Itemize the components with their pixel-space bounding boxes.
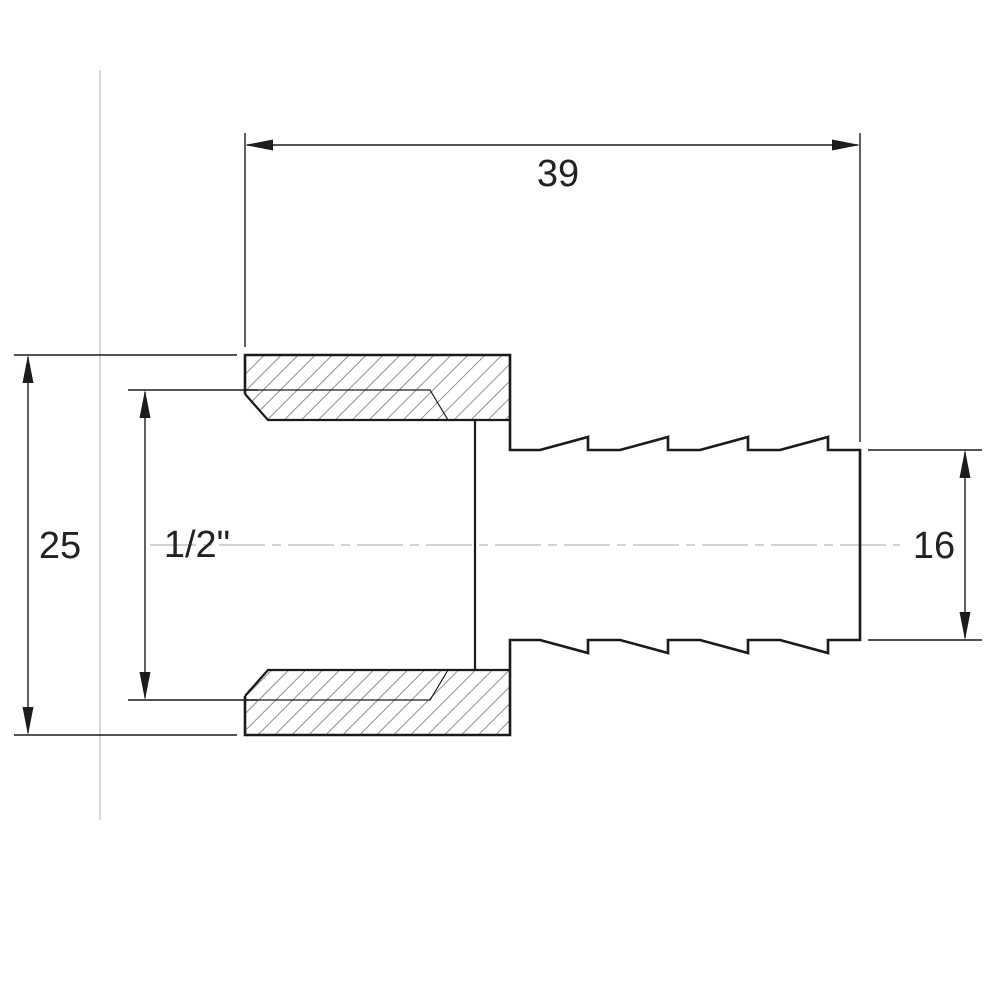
- hatch-bottom-band: [245, 670, 510, 735]
- arrowhead-top: [22, 355, 34, 383]
- arrowhead-top: [959, 450, 971, 478]
- dimension-label-body-diameter: 25: [39, 525, 81, 567]
- dimension-label-overall-length: 39: [537, 153, 579, 195]
- arrowhead-bottom: [22, 707, 34, 735]
- dimension-label-barb-diameter: 16: [913, 525, 955, 567]
- dimension-body-diameter: 25: [14, 354, 237, 736]
- bore-profile: [244, 393, 510, 697]
- arrowhead-bottom: [139, 672, 151, 700]
- outer-profile: [243, 353, 862, 737]
- arrowhead-top: [139, 390, 151, 418]
- arrowhead-left: [245, 139, 273, 151]
- thread-crest-lines: [246, 389, 449, 701]
- dimension-overall-length: 39: [244, 133, 861, 442]
- construction-lines: [99, 70, 900, 820]
- arrowhead-bottom: [959, 612, 971, 640]
- hatch-top-band: [245, 355, 510, 420]
- dimension-label-thread-size: 1/2": [164, 524, 230, 566]
- arrowhead-right: [832, 139, 860, 151]
- dimension-barb-diameter: 16: [868, 449, 982, 641]
- fitting-section-view: [243, 353, 862, 737]
- dimension-thread-size: 1/2": [128, 389, 258, 701]
